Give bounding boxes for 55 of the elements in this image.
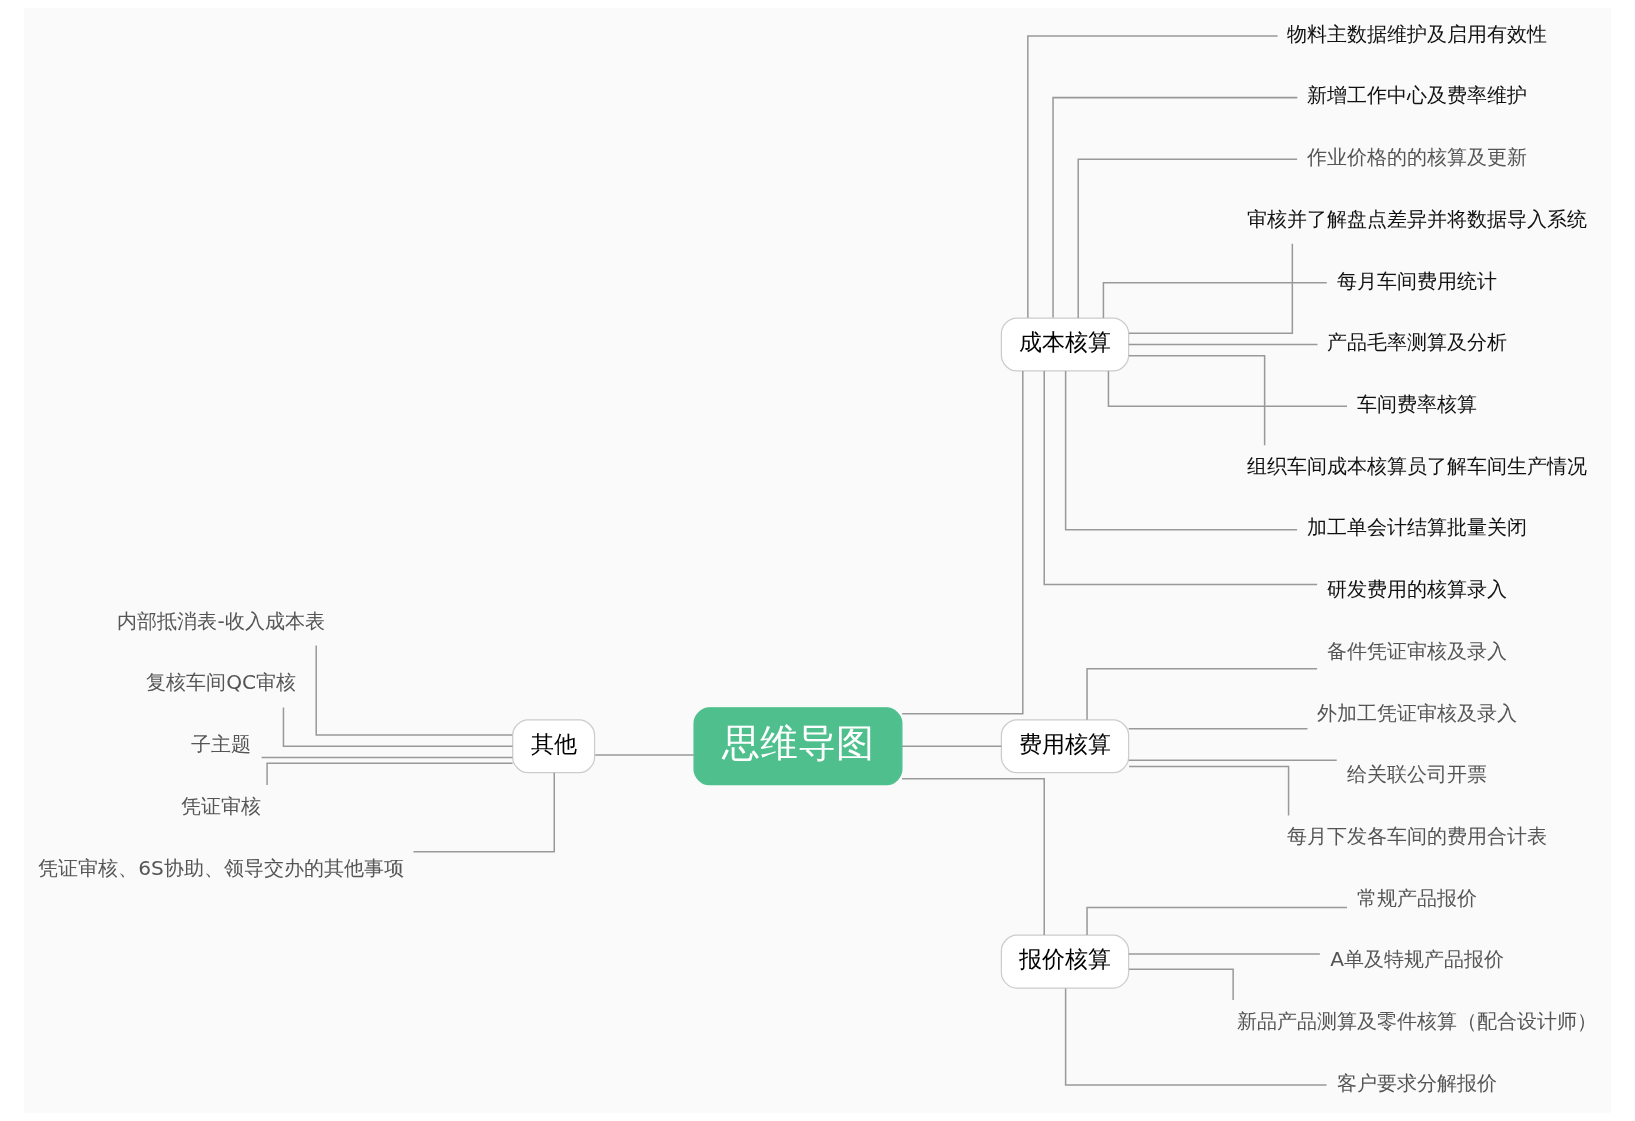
connector <box>1128 243 1294 334</box>
node-text: A单及特规产品报价 <box>1330 947 1504 972</box>
node-text: 凭证审核、6S协助、领导交办的其他事项 <box>38 855 404 880</box>
connector <box>1102 282 1328 319</box>
connector <box>1107 370 1348 407</box>
connector <box>594 754 695 756</box>
node-text: 备件凭证审核及录入 <box>1327 638 1508 663</box>
node-text: 内部抵消表-收入成本表 <box>117 608 325 633</box>
node-text: 给关联公司开票 <box>1347 762 1488 787</box>
connector <box>1128 727 1309 730</box>
node-text: 车间费率核算 <box>1357 391 1478 416</box>
connector <box>901 370 1024 715</box>
node-box: 思维导图 <box>693 707 903 786</box>
node-text: 外加工凭证审核及录入 <box>1317 700 1518 725</box>
connector <box>1064 987 1328 1086</box>
node-box: 费用核算 <box>1000 719 1130 774</box>
connector <box>1027 35 1279 319</box>
connector <box>1086 668 1318 721</box>
node-text: 加工单会计结算批量关闭 <box>1307 515 1528 540</box>
node-box: 报价核算 <box>1000 934 1130 989</box>
connector <box>1077 158 1298 319</box>
connector <box>1043 370 1318 586</box>
node-text: 凭证审核 <box>181 793 262 818</box>
node-text: 新品产品测算及零件核算（配合设计师） <box>1237 1009 1598 1034</box>
connector <box>1128 968 1234 1001</box>
connector <box>1086 906 1348 936</box>
node-text: 复核车间QC审核 <box>146 670 297 695</box>
connector <box>901 777 1045 936</box>
node-text: 作业价格的的核算及更新 <box>1307 145 1528 170</box>
node-box: 其他 <box>512 719 596 774</box>
node-text: 子主题 <box>191 732 252 757</box>
node-text: 研发费用的核算录入 <box>1327 577 1508 602</box>
connector <box>266 762 514 786</box>
node-text: 产品毛率测算及分析 <box>1327 330 1508 355</box>
connector <box>1128 953 1321 955</box>
node-text: 组织车间成本核算员了解车间生产情况 <box>1247 453 1588 478</box>
node-text: 常规产品报价 <box>1357 885 1478 910</box>
connector <box>1064 370 1298 531</box>
connector <box>1127 355 1266 446</box>
connector <box>412 772 555 853</box>
connector <box>901 745 1003 748</box>
connector <box>1128 765 1290 817</box>
node-box: 成本核算 <box>1000 317 1130 372</box>
node-text: 物料主数据维护及启用有效性 <box>1287 21 1548 46</box>
connector <box>1128 759 1338 761</box>
connector <box>315 644 514 736</box>
node-text: 每月下发各车间的费用合计表 <box>1287 824 1548 849</box>
connector <box>1052 96 1299 319</box>
node-text: 新增工作中心及费率维护 <box>1307 83 1528 108</box>
connector <box>1128 343 1319 346</box>
connector <box>282 706 514 748</box>
node-text: 客户要求分解报价 <box>1337 1070 1498 1095</box>
node-text: 每月车间费用统计 <box>1337 268 1498 293</box>
connector <box>260 756 514 759</box>
node-text: 审核并了解盘点差异并将数据导入系统 <box>1247 206 1588 231</box>
